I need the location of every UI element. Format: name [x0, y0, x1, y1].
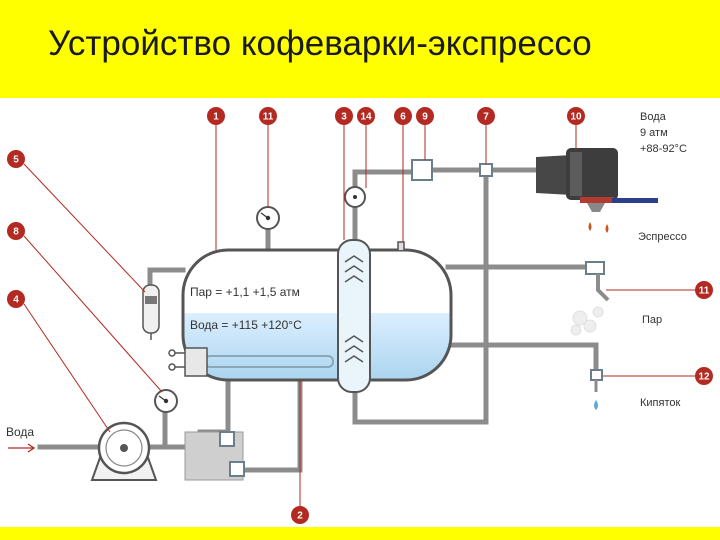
pressure-gauge-pump [154, 389, 178, 413]
callout-2: 2 [291, 506, 309, 524]
callout-1: 1 [207, 107, 225, 125]
svg-text:14: 14 [360, 112, 372, 123]
steam-pressure-label: Пар = +1,1 +1,5 атм [190, 285, 300, 299]
water-inlet-arrow [8, 443, 36, 453]
junction-7 [479, 163, 493, 177]
hot-water-pipe [445, 342, 599, 373]
svg-text:11: 11 [263, 112, 274, 123]
steam-wand [570, 261, 610, 336]
svg-text:8: 8 [13, 227, 19, 238]
callout-13: 11 [259, 107, 277, 125]
mixing-block [184, 431, 245, 481]
hot-water-tap [590, 369, 603, 410]
pump [90, 421, 158, 481]
svg-text:3: 3 [341, 112, 347, 123]
svg-text:5: 5 [13, 155, 19, 166]
bottom-bar [0, 527, 720, 540]
callout-12: 12 [695, 367, 713, 385]
callout-8: 8 [7, 222, 25, 240]
callouts: 1 11 3 14 6 9 7 10 5 8 4 2 11 12 [7, 107, 713, 524]
espresso-label: Эспрессо [638, 231, 687, 243]
boiling-water-label: Кипяток [640, 397, 680, 409]
exchanger-pipe-2 [239, 372, 303, 473]
group-pressure-label: 9 атм [640, 127, 668, 139]
svg-text:7: 7 [483, 112, 489, 123]
svg-text:1: 1 [213, 112, 219, 123]
group-water-label: Вода [640, 111, 667, 123]
pressostat-pipe [147, 267, 186, 288]
pressure-gauge-13 [256, 206, 280, 230]
callout-11: 11 [695, 281, 713, 299]
callout-4: 4 [7, 290, 25, 308]
svg-text:11: 11 [699, 286, 710, 297]
svg-text:2: 2 [297, 511, 303, 522]
group-temp-label: +88-92°С [640, 143, 687, 155]
callout-5: 5 [7, 150, 25, 168]
callout-3: 3 [335, 107, 353, 125]
boiler: Пар = +1,1 +1,5 атм Вода = +115 +120°С [168, 239, 453, 393]
callout-9: 9 [416, 107, 434, 125]
callout-7: 7 [477, 107, 495, 125]
svg-text:12: 12 [698, 372, 710, 383]
svg-text:9: 9 [422, 112, 428, 123]
water-temperature-label: Вода = +115 +120°С [190, 318, 302, 332]
svg-text:4: 4 [13, 295, 19, 306]
water-inlet-label: Вода [6, 425, 34, 439]
to-valve-pipe [352, 169, 423, 189]
svg-text:10: 10 [570, 112, 582, 123]
pump-gauge-pipe [147, 409, 168, 450]
callout-6: 6 [394, 107, 412, 125]
pressostat [142, 284, 160, 340]
thermo-gauge-14 [344, 186, 366, 208]
callout-10: 10 [567, 107, 585, 125]
steam-label: Пар [642, 314, 662, 326]
page-title: Устройство кофеварки-экспрессо [48, 24, 592, 63]
exchanger-arrows [344, 255, 364, 363]
callout-14: 14 [357, 107, 375, 125]
callout-lines [23, 122, 696, 510]
brew-group [536, 148, 658, 233]
solenoid-valve-9 [411, 159, 433, 181]
title-bar: Устройство кофеварки-экспрессо [0, 0, 720, 98]
svg-text:6: 6 [400, 112, 406, 123]
group-return-pipe [352, 167, 489, 425]
